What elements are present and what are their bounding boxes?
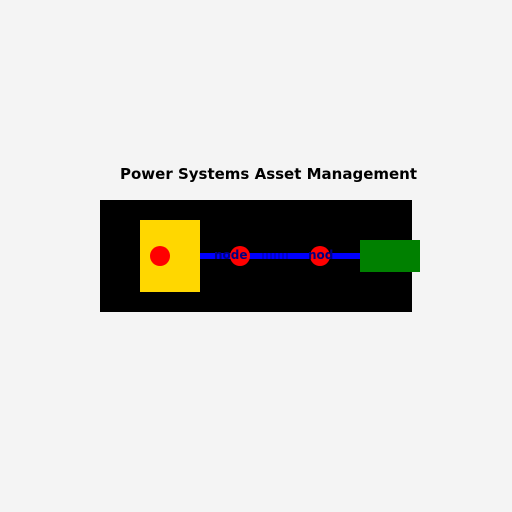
status-indicator — [150, 246, 170, 266]
node-a-label: node — [214, 248, 248, 262]
line-segment — [266, 253, 268, 259]
node-a-circle[interactable] — [230, 246, 250, 266]
node-b-label: nod — [308, 248, 334, 262]
line-segment — [270, 253, 272, 259]
node-b-circle[interactable] — [310, 246, 330, 266]
asset-box[interactable] — [140, 220, 200, 292]
line-segment — [286, 253, 288, 259]
line-segment — [278, 253, 280, 259]
terminal-box[interactable] — [360, 240, 420, 272]
line-segment — [282, 253, 284, 259]
diagram-title: Power Systems Asset Management — [120, 165, 418, 183]
connection-line — [200, 253, 360, 259]
line-segment — [274, 253, 276, 259]
line-segment — [262, 253, 264, 259]
